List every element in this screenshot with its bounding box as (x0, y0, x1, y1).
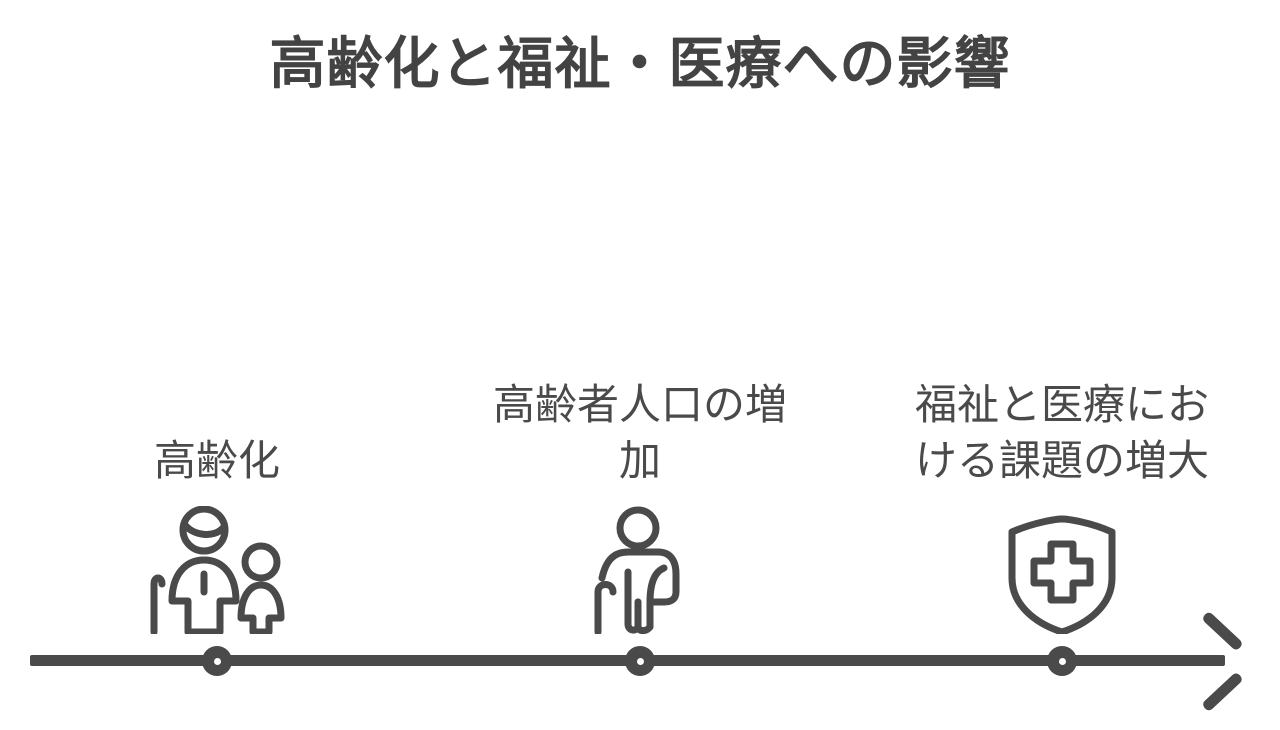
step-2-label-line-2: 加 (618, 437, 661, 485)
step-3-label-line-1: 福祉と医療にお (914, 380, 1209, 428)
timeline-node-2 (625, 646, 655, 676)
step-3-label-line-2: ける課題の増大 (914, 437, 1209, 485)
timeline-arrow-icon (1196, 610, 1244, 713)
page-title: 高齢化と福祉・医療への影響 (269, 32, 1011, 95)
step-1-label-line-1: 高齢化 (153, 437, 280, 485)
timeline-step-1: 高齢化 (37, 433, 397, 634)
elderly-couple-icon (137, 504, 297, 634)
shield-medical-cross-icon (982, 504, 1142, 634)
step-3-label: 福祉と医療にお ける課題の増大 (882, 377, 1242, 490)
step-1-label: 高齢化 (37, 433, 397, 490)
timeline-node-3 (1047, 646, 1077, 676)
step-2-label: 高齢者人口の増 加 (460, 377, 820, 490)
elderly-person-with-cane-icon (560, 504, 720, 634)
timeline-node-1 (202, 646, 232, 676)
timeline-step-3: 福祉と医療にお ける課題の増大 (882, 377, 1242, 634)
timeline-step-2: 高齢者人口の増 加 (460, 377, 820, 634)
step-2-label-line-1: 高齢者人口の増 (492, 380, 787, 428)
